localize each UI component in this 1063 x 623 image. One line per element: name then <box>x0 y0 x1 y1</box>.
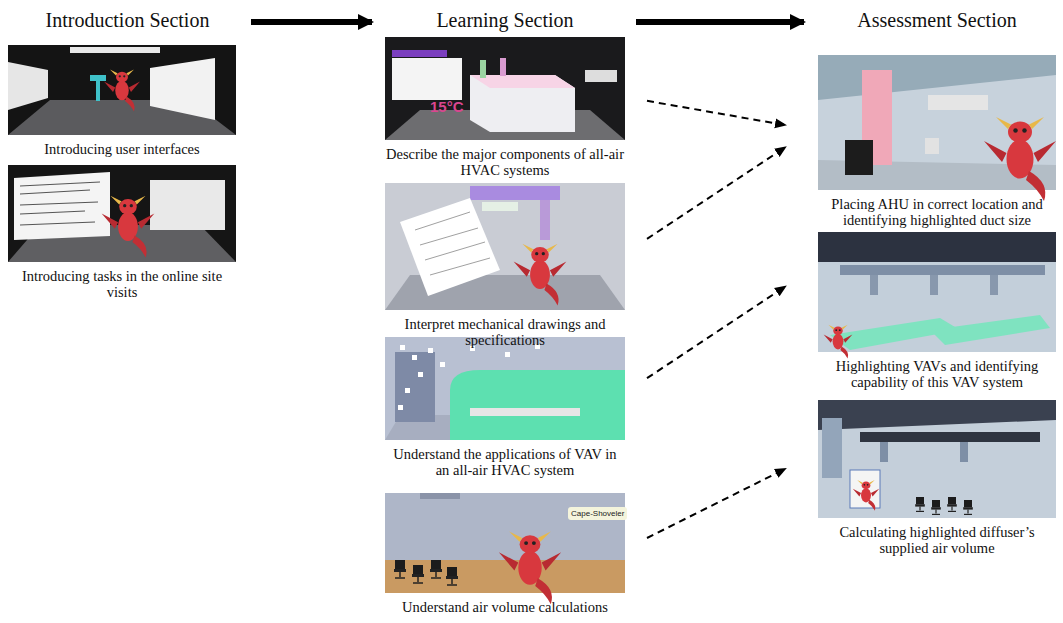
screenshot-area <box>385 337 625 440</box>
screen-label: 15°C <box>430 98 464 115</box>
screenshot-panel: Placing AHU in correct location and iden… <box>818 55 1056 228</box>
screenshot-area <box>8 45 236 135</box>
screenshot-area <box>818 400 1056 518</box>
caption-text: Highlighting VAVs and identifying capabi… <box>818 358 1056 390</box>
screenshot-area <box>818 55 1056 190</box>
screenshot-area <box>818 232 1056 352</box>
flow-arrow <box>636 19 804 25</box>
caption-text: Introducing tasks in the online site vis… <box>8 268 236 300</box>
caption-text: Describe the major components of all-air… <box>385 146 625 178</box>
caption-text: Understand air volume calculations <box>385 599 625 615</box>
screenshot-panel: Understand the applications of VAV in an… <box>385 337 625 478</box>
caption-text: Placing AHU in correct location and iden… <box>818 196 1056 228</box>
dashed-arrow <box>647 147 786 239</box>
section-heading: Assessment Section <box>812 6 1062 34</box>
caption-text: Interpret mechanical drawings and specif… <box>385 316 625 348</box>
screenshot-panel: Calculating highlighted diffuser’s suppl… <box>818 400 1056 556</box>
screenshot-panel: Interpret mechanical drawings and specif… <box>385 183 625 348</box>
dashed-arrow <box>647 468 786 538</box>
screen-label: Cape-Shoveler <box>568 507 627 520</box>
section-heading: Introduction Section <box>10 6 245 34</box>
heading-text: Introduction Section <box>10 6 245 34</box>
flow-arrow <box>251 19 372 25</box>
screenshot-panel: Highlighting VAVs and identifying capabi… <box>818 232 1056 390</box>
screenshot-area <box>8 165 236 262</box>
caption-text: Understand the applications of VAV in an… <box>385 446 625 478</box>
heading-text: Assessment Section <box>812 6 1062 34</box>
dashed-arrow <box>647 286 786 378</box>
dashed-arrow <box>647 101 786 125</box>
heading-text: Learning Section <box>380 6 630 34</box>
screenshot-panel: Introducing user interfaces <box>8 45 236 157</box>
screenshot-panel: Describe the major components of all-air… <box>385 37 625 178</box>
screenshot-area <box>385 37 625 140</box>
caption-text: Introducing user interfaces <box>8 141 236 157</box>
screenshot-panel: Introducing tasks in the online site vis… <box>8 165 236 300</box>
section-heading: Learning Section <box>380 6 630 34</box>
caption-text: Calculating highlighted diffuser’s suppl… <box>818 524 1056 556</box>
screenshot-area <box>385 183 625 310</box>
